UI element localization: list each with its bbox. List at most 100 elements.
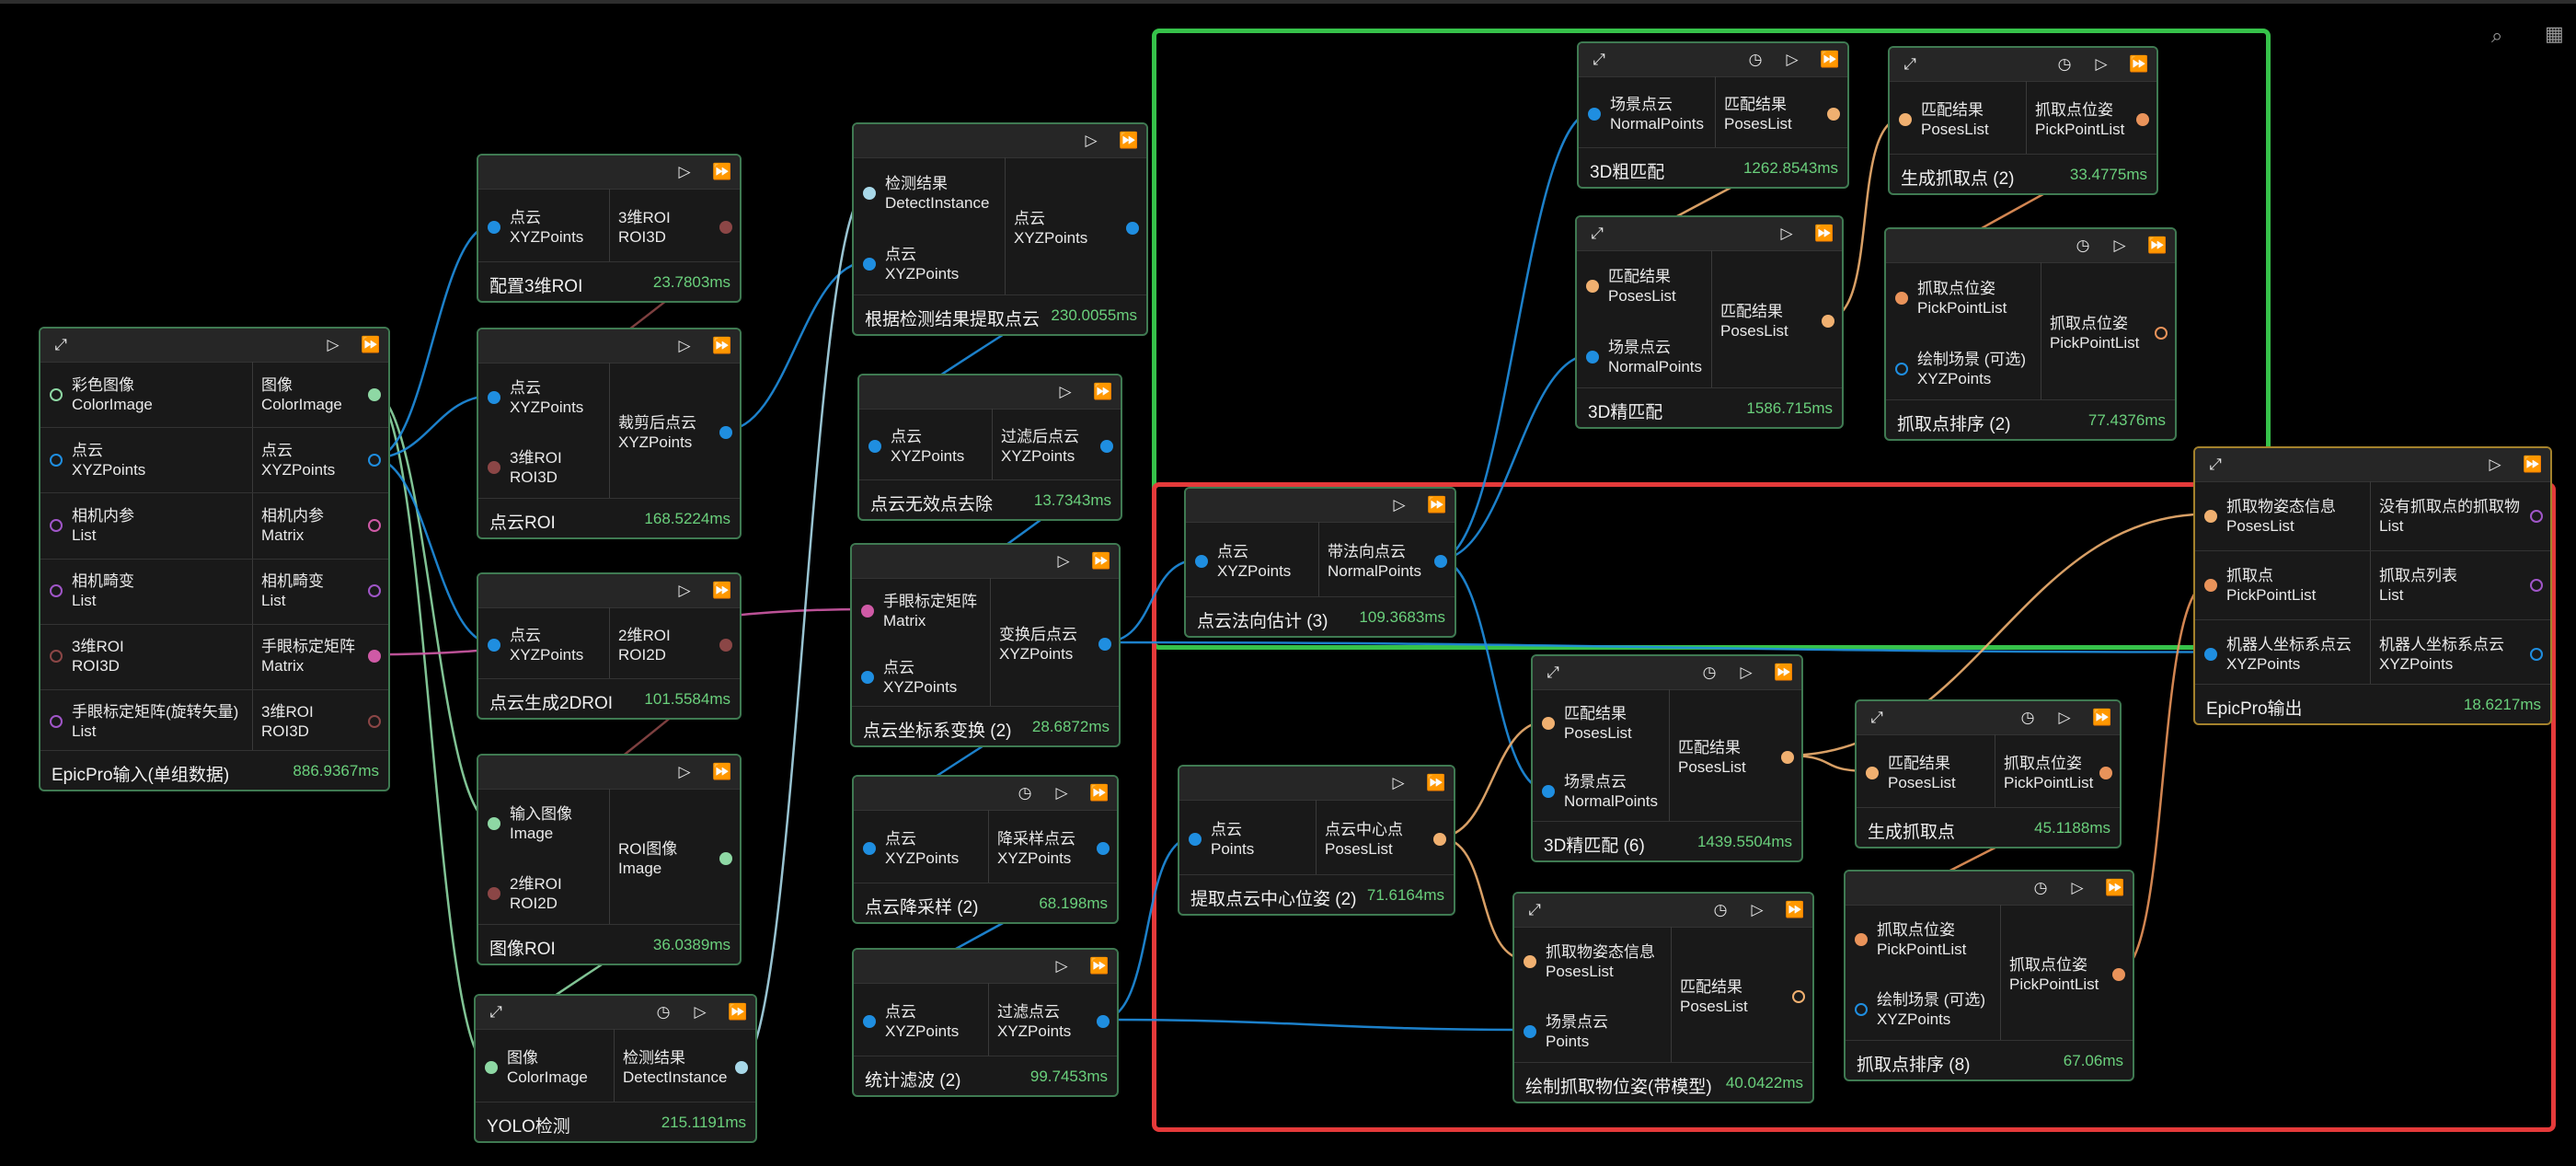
clock-icon[interactable]: ◷ xyxy=(1713,901,1728,918)
node-header[interactable]: ⤢⏩▷◷ xyxy=(1890,48,2156,82)
output-port-dot[interactable] xyxy=(1100,440,1113,453)
move-icon[interactable]: ⤢ xyxy=(2209,456,2222,473)
fast-forward-icon[interactable]: ⏩ xyxy=(728,1003,748,1021)
node-header[interactable]: ⏩▷ xyxy=(1186,489,1455,523)
fast-forward-icon[interactable]: ⏩ xyxy=(361,336,381,353)
output-port-dot[interactable] xyxy=(719,426,732,439)
fast-forward-icon[interactable]: ⏩ xyxy=(2092,709,2112,726)
input-port[interactable]: 绘制场景 (可选)XYZPoints xyxy=(1877,990,1985,1029)
output-port-dot[interactable] xyxy=(2112,968,2125,981)
node-header[interactable]: ⏩▷ xyxy=(478,756,740,790)
grid-icon[interactable]: ▦ xyxy=(2545,22,2564,45)
play-icon[interactable]: ▷ xyxy=(1055,784,1068,802)
input-port-dot[interactable] xyxy=(863,1015,876,1028)
output-port-dot[interactable] xyxy=(2530,647,2543,661)
input-port-dot[interactable] xyxy=(1855,933,1868,946)
node-header[interactable]: ⏩▷ xyxy=(854,950,1117,984)
group-box-red[interactable] xyxy=(1152,482,2556,1132)
input-port-dot[interactable] xyxy=(488,887,500,900)
fast-forward-icon[interactable]: ⏩ xyxy=(1089,957,1110,975)
fast-forward-icon[interactable]: ⏩ xyxy=(712,582,732,599)
play-icon[interactable]: ▷ xyxy=(2489,456,2501,473)
play-icon[interactable]: ▷ xyxy=(678,582,691,599)
output-port-dot[interactable] xyxy=(719,852,732,865)
node-header[interactable]: ⏩▷◷ xyxy=(1886,229,2175,263)
output-port-dot[interactable] xyxy=(1792,990,1805,1003)
clock-icon[interactable]: ◷ xyxy=(2033,879,2048,896)
move-icon[interactable]: ⤢ xyxy=(1870,709,1883,726)
input-port-dot[interactable] xyxy=(50,715,63,729)
play-icon[interactable]: ▷ xyxy=(2095,55,2108,73)
play-icon[interactable]: ▷ xyxy=(2113,237,2126,254)
clock-icon[interactable]: ◷ xyxy=(1702,664,1717,681)
output-port-dot[interactable] xyxy=(719,639,732,652)
output-port-dot[interactable] xyxy=(2155,327,2168,340)
node-header[interactable]: ⤢⏩▷ xyxy=(1577,217,1842,251)
input-port-dot[interactable] xyxy=(50,453,63,467)
output-port-dot[interactable] xyxy=(368,453,381,467)
move-icon[interactable]: ⤢ xyxy=(1903,55,1916,73)
play-icon[interactable]: ▷ xyxy=(1740,664,1753,681)
fast-forward-icon[interactable]: ⏩ xyxy=(712,763,732,780)
output-port-dot[interactable] xyxy=(2099,767,2112,779)
play-icon[interactable]: ▷ xyxy=(1059,383,1072,400)
input-port-dot[interactable] xyxy=(488,461,500,474)
fast-forward-icon[interactable]: ⏩ xyxy=(1093,383,1113,400)
input-port-dot[interactable] xyxy=(1895,291,1908,305)
output-port-dot[interactable] xyxy=(1781,751,1794,764)
node-header[interactable]: ⏩▷ xyxy=(478,574,740,608)
play-icon[interactable]: ▷ xyxy=(327,336,339,353)
fast-forward-icon[interactable]: ⏩ xyxy=(1427,496,1447,514)
fast-forward-icon[interactable]: ⏩ xyxy=(1774,664,1794,681)
input-port[interactable]: 手眼标定矩阵(旋转矢量)List xyxy=(72,702,238,741)
output-port-dot[interactable] xyxy=(2136,113,2149,126)
play-icon[interactable]: ▷ xyxy=(678,163,691,180)
play-icon[interactable]: ▷ xyxy=(678,763,691,780)
input-port-dot[interactable] xyxy=(1195,555,1208,568)
output-port-dot[interactable] xyxy=(1126,222,1139,235)
play-icon[interactable]: ▷ xyxy=(1392,774,1405,791)
fast-forward-icon[interactable]: ⏩ xyxy=(2523,456,2543,473)
node-header[interactable]: ⤢ ⏩ ▷ xyxy=(2195,448,2550,482)
input-port[interactable]: 绘制场景 (可选)XYZPoints xyxy=(1917,350,2026,388)
node-header[interactable]: ⏩▷ xyxy=(1179,767,1454,801)
input-port-dot[interactable] xyxy=(488,817,500,830)
node-header[interactable]: ⤢⏩▷◷ xyxy=(1533,656,1801,690)
input-port-dot[interactable] xyxy=(861,671,874,684)
input-port-dot[interactable] xyxy=(1524,1025,1536,1038)
play-icon[interactable]: ▷ xyxy=(2058,709,2071,726)
